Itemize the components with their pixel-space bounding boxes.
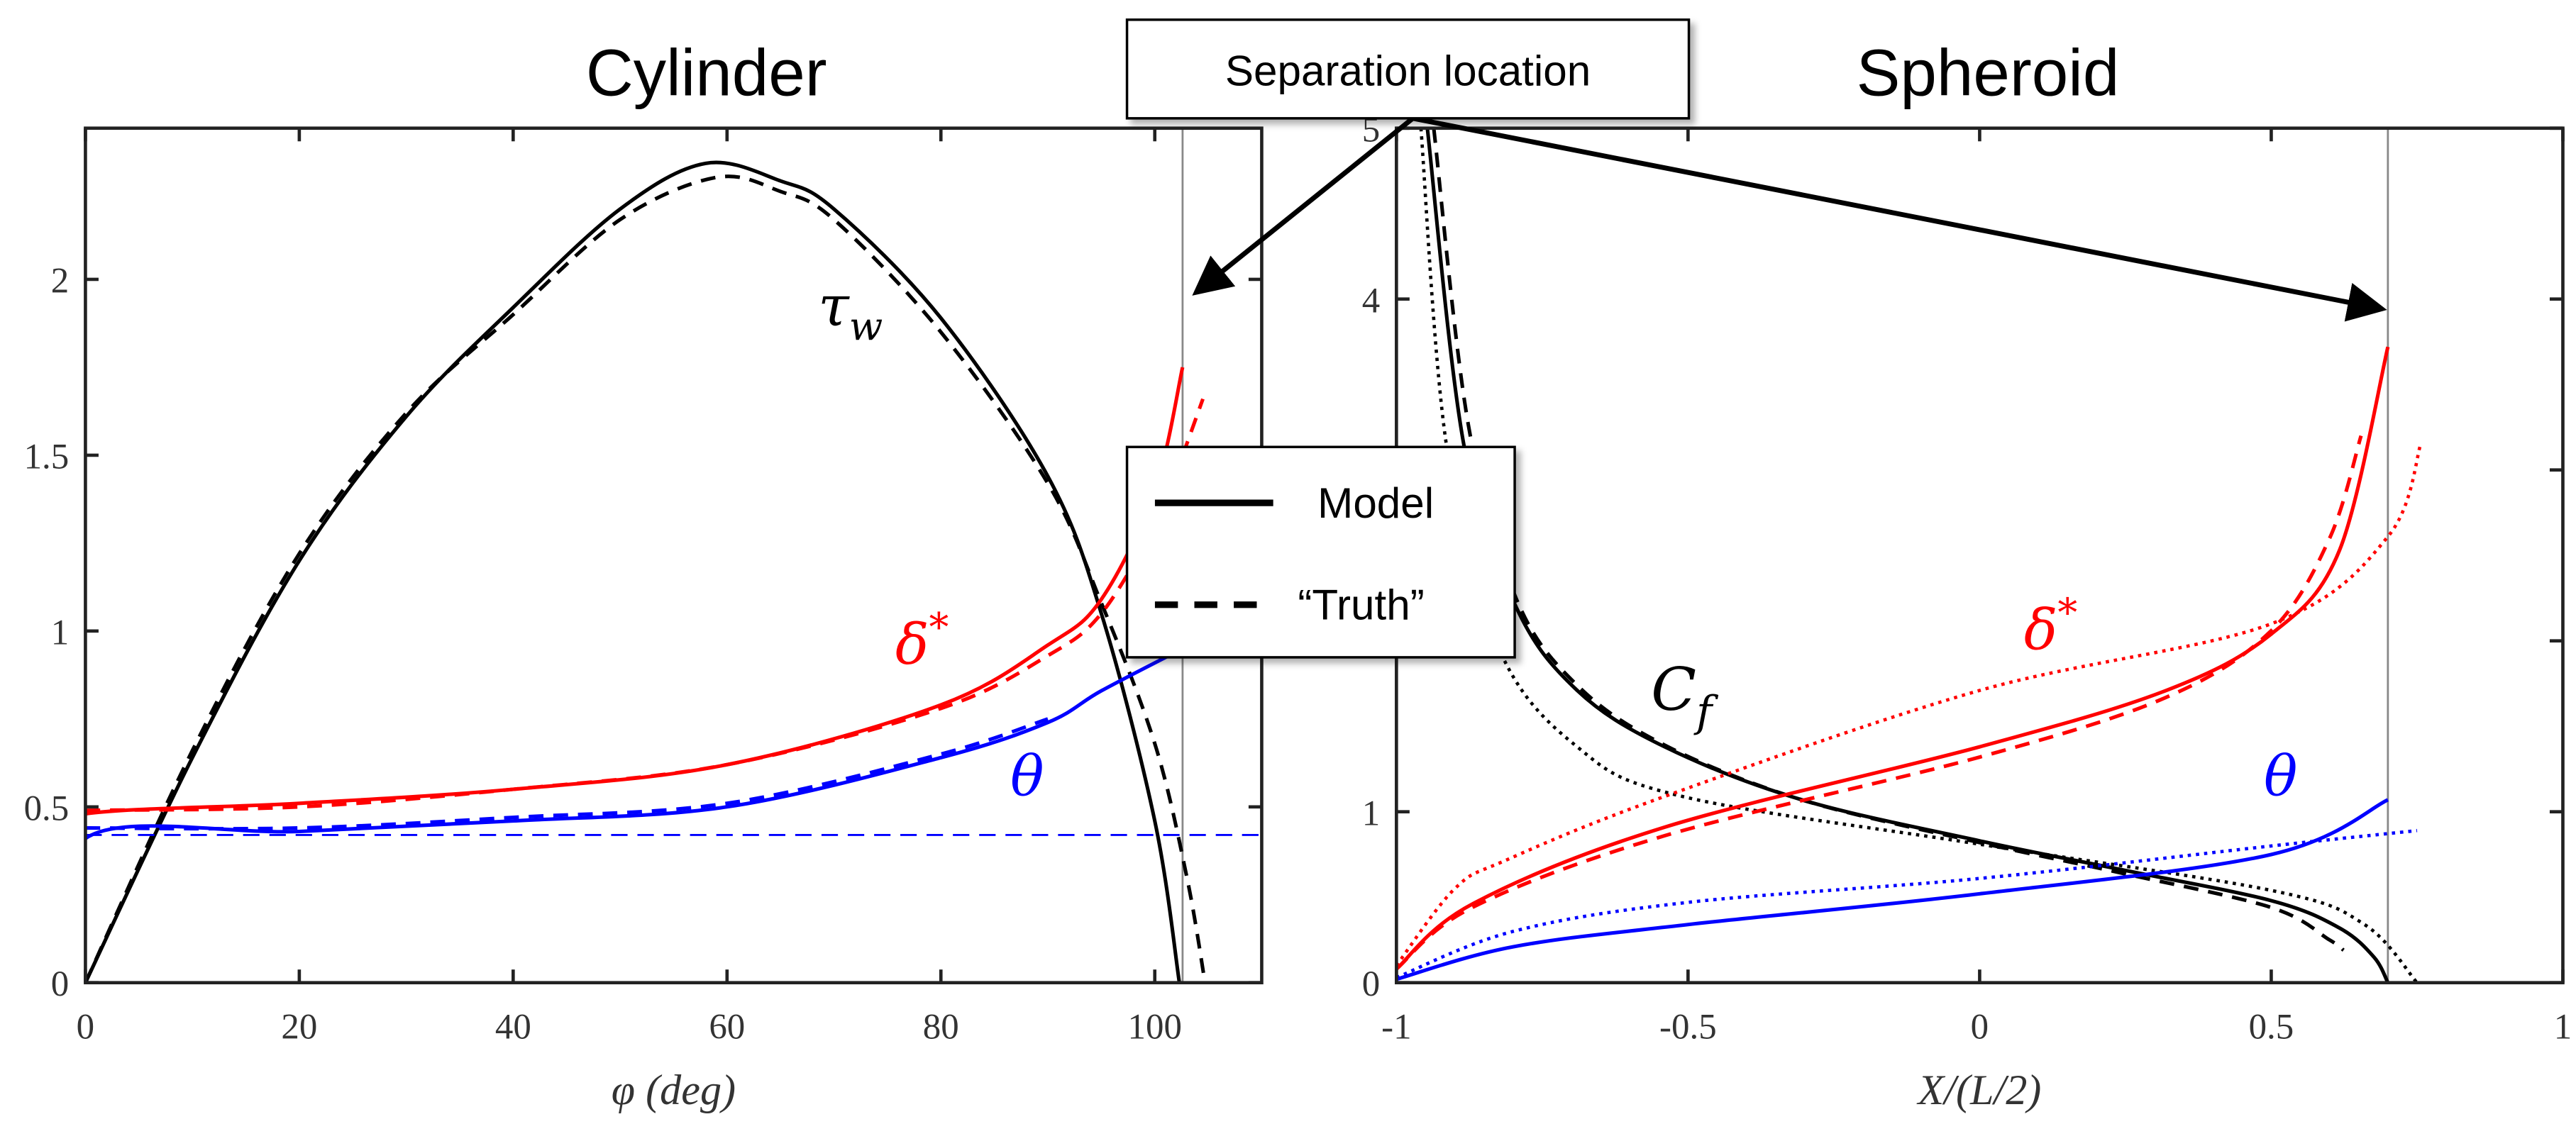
spheroid-chart: Spheroid -1-0.500.51012345 X/(L/2) Cf δ*… (1362, 35, 2572, 1114)
legend-item-model: Model (1317, 479, 1434, 527)
curve-label-delta-star: δ* (895, 605, 949, 677)
series-theta-dotted (1396, 828, 2418, 979)
y-tick-label: 0 (1362, 964, 1380, 1004)
x-tick-label: -1 (1381, 1007, 1411, 1047)
arrow-icon (1192, 116, 1415, 296)
x-tick-label: 80 (923, 1007, 959, 1047)
series-delta-truth (85, 398, 1205, 813)
cylinder-chart: Cylinder 0 20 40 60 80 100 0 0.5 1 1.5 2 φ (deg) τ… (24, 35, 1264, 1114)
series-cf-dotted (1419, 128, 2419, 983)
series-tau-w-truth (85, 174, 1207, 983)
separation-annotation: Separation location (1125, 18, 2387, 322)
x-tick-label: 0 (77, 1007, 94, 1047)
series-tau-w-model (85, 160, 1181, 983)
curve-label-theta: θ (2264, 744, 2297, 809)
x-tick-label: -0.5 (1659, 1007, 1717, 1047)
y-tick-label: 1.5 (24, 437, 70, 477)
x-tick-label: 0 (1971, 1007, 1989, 1047)
series-theta-model (1396, 798, 2389, 981)
curve-label-tau-w: τw (818, 274, 883, 350)
series-delta-dotted (1396, 442, 2423, 967)
x-tick-label: 1 (2554, 1007, 2572, 1047)
plot-area (85, 128, 1262, 983)
x-tick-label: 40 (495, 1007, 531, 1047)
x-tick-label: 20 (281, 1007, 317, 1047)
annotation-box (1125, 18, 1691, 120)
curve-label-delta-star: δ* (2024, 590, 2077, 662)
y-tick-label: 1 (1362, 794, 1380, 833)
series-delta-model (1396, 346, 2390, 971)
y-tick-label: 0.5 (24, 789, 70, 828)
chart-title: Cylinder (586, 35, 827, 109)
series-delta-truth (1396, 435, 2363, 971)
series-cf-truth (1432, 128, 2345, 952)
chart-title: Spheroid (1857, 35, 2120, 109)
x-tick-label: 100 (1128, 1007, 1182, 1047)
legend: Model “Truth” (1125, 445, 1516, 659)
annotation-text: Separation location (1225, 46, 1591, 94)
arrow-icon (1412, 116, 2387, 322)
y-tick-label: 4 (1362, 281, 1380, 321)
series-delta-model (85, 367, 1185, 839)
y-tick-label: 0 (51, 964, 69, 1004)
legend-item-truth: “Truth” (1298, 581, 1424, 629)
x-tick-label: 60 (709, 1007, 745, 1047)
curve-label-theta: θ (1010, 744, 1044, 809)
x-tick-label: 0.5 (2249, 1007, 2294, 1047)
y-tick-label: 1 (51, 613, 69, 652)
legend-box (1125, 445, 1516, 659)
series-theta-truth (85, 717, 1049, 831)
x-axis-label: φ (deg) (612, 1067, 736, 1114)
x-axis-label: X/(L/2) (1916, 1067, 2041, 1114)
y-tick-label: 2 (51, 261, 69, 301)
